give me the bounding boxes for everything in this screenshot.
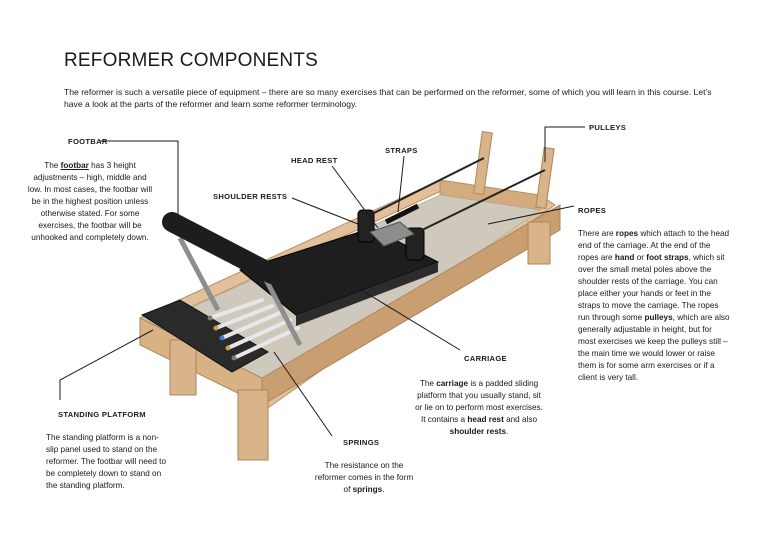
ropes-desc-t1: ropes	[615, 229, 639, 238]
shoulder-rests-heading: SHOULDER RESTS	[213, 192, 288, 201]
ropes-desc-t3: foot straps	[646, 253, 689, 262]
leg-front-left	[169, 339, 197, 396]
springs-description: The resistance on the reformer comes in …	[314, 460, 414, 496]
ropes-desc-p1: There are	[578, 229, 616, 238]
rope-left	[369, 157, 485, 216]
straps-heading: STRAPS	[385, 146, 418, 155]
carriage-heading: CARRIAGE	[464, 354, 507, 363]
leg-front-right	[237, 389, 269, 461]
springs-heading: SPRINGS	[343, 438, 380, 447]
footbar-heading: FOOTBAR	[68, 137, 108, 146]
standing-platform-description: The standing platform is a non-slip pane…	[46, 433, 166, 490]
pulley-post-right	[535, 147, 555, 209]
carriage-desc-t3: shoulder rests	[449, 427, 507, 436]
pulley-post-left	[473, 131, 493, 195]
carriage-desc-p4: .	[506, 427, 509, 436]
ropes-desc-p2: which attach to the head end of the carr…	[578, 229, 730, 262]
ropes-description: There are ropes which attach to the head…	[578, 228, 730, 384]
carriage-description: The carriage is a padded sliding platfor…	[413, 378, 545, 438]
springs-desc-p1: The resistance on the reformer comes in …	[314, 461, 414, 494]
head-rest-shape	[369, 221, 415, 247]
footbar-desc-term: footbar	[60, 161, 89, 170]
rope-right	[417, 169, 546, 233]
ropes-desc-p5: , which are also generally adjustable in…	[578, 313, 730, 382]
carriage-desc-t1: carriage	[436, 379, 469, 388]
footbar-shape	[162, 212, 282, 284]
ropes-heading: ROPES	[578, 206, 607, 215]
pointer-lines	[59, 126, 585, 437]
footbar-description: The footbar has 3 height adjustments – h…	[26, 160, 154, 244]
footbar-desc-pre: The	[44, 161, 61, 170]
spring-hooks	[207, 315, 237, 361]
carriage-desc-p2: is a padded sliding platform that you us…	[415, 379, 543, 424]
footbar-post-right	[259, 270, 303, 347]
springs-shape	[208, 298, 300, 360]
carriage-desc-p1: The	[419, 379, 437, 388]
standing-platform-shape	[140, 299, 270, 373]
carriage-desc-t2: head rest	[467, 415, 504, 424]
springs-desc-t1: springs	[352, 485, 383, 494]
head-rest-heading: HEAD REST	[291, 156, 338, 165]
footbar-post-left	[177, 236, 221, 312]
ropes-desc-t2: hand	[614, 253, 635, 262]
springs-desc-p2: .	[382, 485, 385, 494]
standing-platform-heading: STANDING PLATFORM	[58, 410, 146, 419]
ropes-desc-p4: , which sit over the small metal poles a…	[578, 253, 725, 322]
straps-shape	[384, 203, 420, 225]
footbar-desc-post: has 3 height adjustments – high, middle …	[27, 161, 153, 242]
leg-back-right	[527, 221, 551, 265]
ropes-desc-p3: or	[634, 253, 647, 262]
pulleys-heading: PULLEYS	[589, 123, 627, 132]
page-title: REFORMER COMPONENTS	[64, 50, 318, 71]
shoulder-rest-right-shape	[405, 227, 425, 261]
ropes-desc-t4: pulleys	[644, 313, 673, 322]
intro-paragraph: The reformer is such a versatile piece o…	[64, 87, 712, 109]
carriage-desc-p3: and also	[503, 415, 538, 424]
